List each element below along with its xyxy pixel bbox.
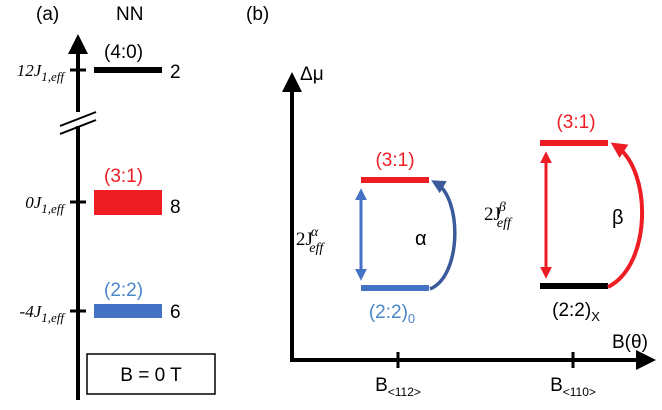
- panel-a: (a) NN 12J1,eff 0J1,eff -4J1,eff (4:0) 2…: [17, 4, 216, 400]
- y-axis-label: Δμ: [300, 64, 324, 85]
- panel-b: (b) Δμ B(θ) B<112> B<110> (3:1) (2:2)0 2…: [246, 4, 656, 399]
- field-box-label: B = 0 T: [120, 365, 182, 386]
- level-4-0-count: 2: [170, 62, 181, 83]
- level-3-1-count: 8: [170, 197, 181, 218]
- level-2-2-count: 6: [170, 302, 181, 323]
- alpha-arc-label: α: [415, 228, 427, 250]
- beta-upper-label: (3:1): [556, 112, 595, 133]
- level-2-2-config: (2:2): [104, 280, 143, 301]
- level-3-1-config: (3:1): [104, 166, 143, 187]
- beta-arc-arrow: [607, 142, 644, 289]
- field-box: [86, 353, 216, 395]
- axis-break: [59, 111, 97, 135]
- level-4-0-bar: [94, 67, 162, 73]
- level-4-0-config: (4:0): [104, 42, 143, 63]
- alpha-lower-level: [361, 285, 429, 291]
- beta-lower-label: (2:2)X: [552, 300, 600, 324]
- alpha-upper-level: [361, 177, 429, 183]
- x-axis-label: B(θ): [612, 332, 648, 353]
- tick-label-b112: B<112>: [375, 375, 421, 399]
- beta-upper-level: [540, 140, 608, 146]
- level-2-2-bar: [94, 304, 162, 318]
- level-3-1-bar: [94, 190, 162, 215]
- nn-header: NN: [116, 4, 143, 25]
- panel-b-label: (b): [246, 4, 269, 25]
- alpha-lower-label: (2:2)0: [369, 302, 415, 326]
- tick-label-b110: B<110>: [550, 375, 596, 399]
- alpha-upper-label: (3:1): [375, 150, 414, 171]
- beta-arc-label: β: [612, 207, 624, 229]
- alpha-arc-arrow: [429, 180, 457, 291]
- beta-lower-level: [540, 283, 608, 289]
- energy-label-minus4: -4J1,eff: [20, 302, 67, 325]
- energy-label-0: 0J1,eff: [25, 193, 66, 216]
- energy-label-12: 12J1,eff: [17, 61, 67, 84]
- panel-a-label: (a): [36, 4, 59, 25]
